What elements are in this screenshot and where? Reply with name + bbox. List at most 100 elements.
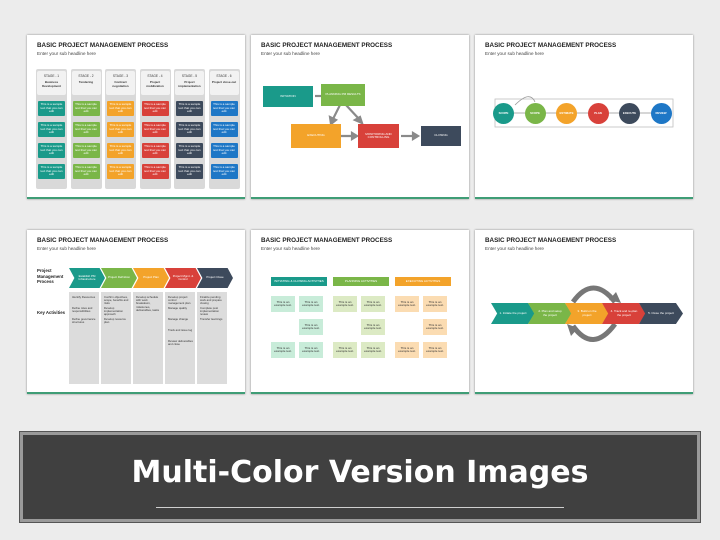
slide-subtitle: Enter your sub headline here [485, 51, 544, 56]
cycle-step[interactable]: SCOPE [524, 103, 546, 124]
initiation-label: INITIATION [280, 93, 296, 98]
example-card[interactable]: This is an example text. [333, 342, 357, 358]
stage-name: Project implementation [178, 80, 201, 88]
example-card[interactable]: This is an example text. [423, 319, 447, 335]
cycle-step[interactable]: SCOPE [493, 103, 514, 124]
process-step[interactable]: 5. Close the project [639, 303, 683, 324]
example-card[interactable]: This is an example text. [299, 319, 323, 335]
placeholder-card[interactable]: This is a sample text that you can edit [176, 164, 203, 179]
example-card[interactable]: This is an example text. [395, 296, 419, 312]
activity-bullet: Manage change [168, 317, 189, 321]
slide-title: BASIC PROJECT MANAGEMENT PROCESS [37, 237, 169, 244]
slide-thumbnail-2[interactable]: BASIC PROJECT MANAGEMENT PROCESS Enter y… [251, 35, 469, 199]
accent-bar [27, 392, 245, 394]
process-step[interactable]: 1. Initiate the project [491, 303, 535, 324]
slide-title: BASIC PROJECT MANAGEMENT PROCESS [261, 42, 393, 49]
cycle-step[interactable]: PLAN [587, 103, 609, 124]
activity-chevron[interactable]: Project Close [197, 268, 233, 288]
process-step[interactable]: 4. Track and re-plan the project [602, 303, 646, 324]
slide-thumbnail-1[interactable]: BASIC PROJECT MANAGEMENT PROCESS Enter y… [27, 35, 245, 199]
closing-box[interactable]: CLOSING [421, 126, 461, 146]
placeholder-card[interactable]: This is a sample text that you can edit [210, 101, 238, 116]
placeholder-card[interactable]: This is a sample text that you can edit [38, 143, 65, 158]
placeholder-card[interactable]: This is a sample text that you can edit [210, 143, 238, 158]
slide-thumbnail-6[interactable]: BASIC PROJECT MANAGEMENT PROCESS Enter y… [475, 230, 693, 394]
example-card[interactable]: This is an example text. [299, 342, 323, 358]
cycle-step[interactable]: EXECUTE [619, 103, 640, 124]
stage-number: STAGE - 3 [112, 74, 129, 78]
slide-title: BASIC PROJECT MANAGEMENT PROCESS [37, 42, 169, 49]
activity-column: Confirm objectives, scope, benefits and … [101, 292, 131, 384]
slide-subtitle: Enter your sub headline here [37, 246, 96, 251]
monitoring-label: MONITORING AND CONTROLLING [365, 131, 392, 139]
accent-bar [475, 392, 693, 394]
slide-thumbnail-5[interactable]: BASIC PROJECT MANAGEMENT PROCESS Enter y… [251, 230, 469, 394]
placeholder-card[interactable]: This is a sample text that you can edit [72, 143, 100, 158]
example-card[interactable]: This is an example text. [299, 296, 323, 312]
placeholder-card[interactable]: This is a sample text that you can edit [210, 122, 238, 137]
placeholder-card[interactable]: This is a sample text that you can edit [38, 164, 65, 179]
placeholder-card[interactable]: This is a sample text that you can edit [107, 143, 134, 158]
activity-chevron[interactable]: Project Mgmt. & Control [165, 268, 201, 288]
cycle-step[interactable]: REVIEW [650, 103, 672, 124]
placeholder-card[interactable]: This is a sample text that you can edit [38, 122, 65, 137]
stage-number: STAGE - 1 [43, 74, 60, 78]
placeholder-card[interactable]: This is a sample text that you can edit [107, 101, 134, 116]
slide-subtitle: Enter your sub headline here [37, 51, 96, 56]
placeholder-card[interactable]: This is a sample text that you can edit [141, 143, 169, 158]
process-step[interactable]: 3. Build on the project [565, 303, 609, 324]
stage-number: STAGE - 4 [147, 74, 163, 78]
placeholder-card[interactable]: This is a sample text that you can edit [176, 122, 203, 137]
placeholder-card[interactable]: This is a sample text that you can edit [141, 122, 169, 137]
placeholder-card[interactable]: This is a sample text that you can edit [38, 101, 65, 116]
stage-number: STAGE - 6 [216, 74, 232, 78]
example-card[interactable]: This is an example text. [271, 342, 295, 358]
placeholder-card[interactable]: This is a sample text that you can edit [176, 101, 203, 116]
activity-chevron[interactable]: Project Definition [101, 268, 137, 288]
column-header: INITIATING & CLOSING ACTIVITIES [271, 277, 327, 286]
example-card[interactable]: This is an example text. [361, 342, 385, 358]
placeholder-card[interactable]: This is a sample text that you can edit [210, 164, 238, 179]
placeholder-card[interactable]: This is a sample text that you can edit [141, 101, 169, 116]
example-card[interactable]: This is an example text. [361, 296, 385, 312]
slide-thumbnail-3[interactable]: BASIC PROJECT MANAGEMENT PROCESS Enter y… [475, 35, 693, 199]
executing-box[interactable]: EXECUTING [291, 124, 341, 148]
placeholder-card[interactable]: This is a sample text that you can edit [141, 164, 169, 179]
placeholder-card[interactable]: This is a sample text that you can edit [107, 122, 134, 137]
activity-bullet: Confirm objectives, scope, benefits and … [104, 295, 129, 306]
initiation-box[interactable]: INITIATION [263, 86, 313, 107]
slide-subtitle: Enter your sub headline here [485, 246, 544, 251]
example-card[interactable]: This is an example text. [423, 296, 447, 312]
slide-thumbnail-4[interactable]: BASIC PROJECT MANAGEMENT PROCESS Enter y… [27, 230, 245, 394]
placeholder-card[interactable]: This is a sample text that you can edit [72, 164, 100, 179]
slide-subtitle: Enter your sub headline here [261, 246, 320, 251]
stage-name: Contract negotiation [112, 80, 129, 88]
closing-label: CLOSING [434, 133, 448, 138]
placeholder-card[interactable]: This is a sample text that you can edit [107, 164, 134, 179]
activity-chevron[interactable]: Establish PM Infrastructure [69, 268, 105, 288]
example-card[interactable]: This is an example text. [395, 342, 419, 358]
cycle-step[interactable]: ESTIMATE [556, 103, 577, 124]
example-card[interactable]: This is an example text. [271, 296, 295, 312]
monitoring-box[interactable]: MONITORING AND CONTROLLING [358, 124, 399, 148]
process-step[interactable]: 2. Plan and setup the project [528, 303, 572, 324]
planning-box[interactable]: PLANNING PM RESULTS [321, 84, 365, 106]
activity-chevron[interactable]: Project Plan [133, 268, 169, 288]
banner-title: Multi-Color Version Images [131, 455, 589, 490]
example-card[interactable]: This is an example text. [361, 319, 385, 335]
activity-bullet: Complete post implementation review [200, 306, 219, 317]
stage-number: STAGE - 5 [181, 74, 198, 78]
banner-underline [156, 507, 564, 508]
stage-number: STAGE - 2 [78, 74, 94, 78]
placeholder-card[interactable]: This is a sample text that you can edit [176, 143, 203, 158]
example-card[interactable]: This is an example text. [333, 296, 357, 312]
placeholder-card[interactable]: This is a sample text that you can edit [72, 122, 100, 137]
example-card[interactable]: This is an example text. [423, 342, 447, 358]
placeholder-card[interactable]: This is a sample text that you can edit [72, 101, 100, 116]
